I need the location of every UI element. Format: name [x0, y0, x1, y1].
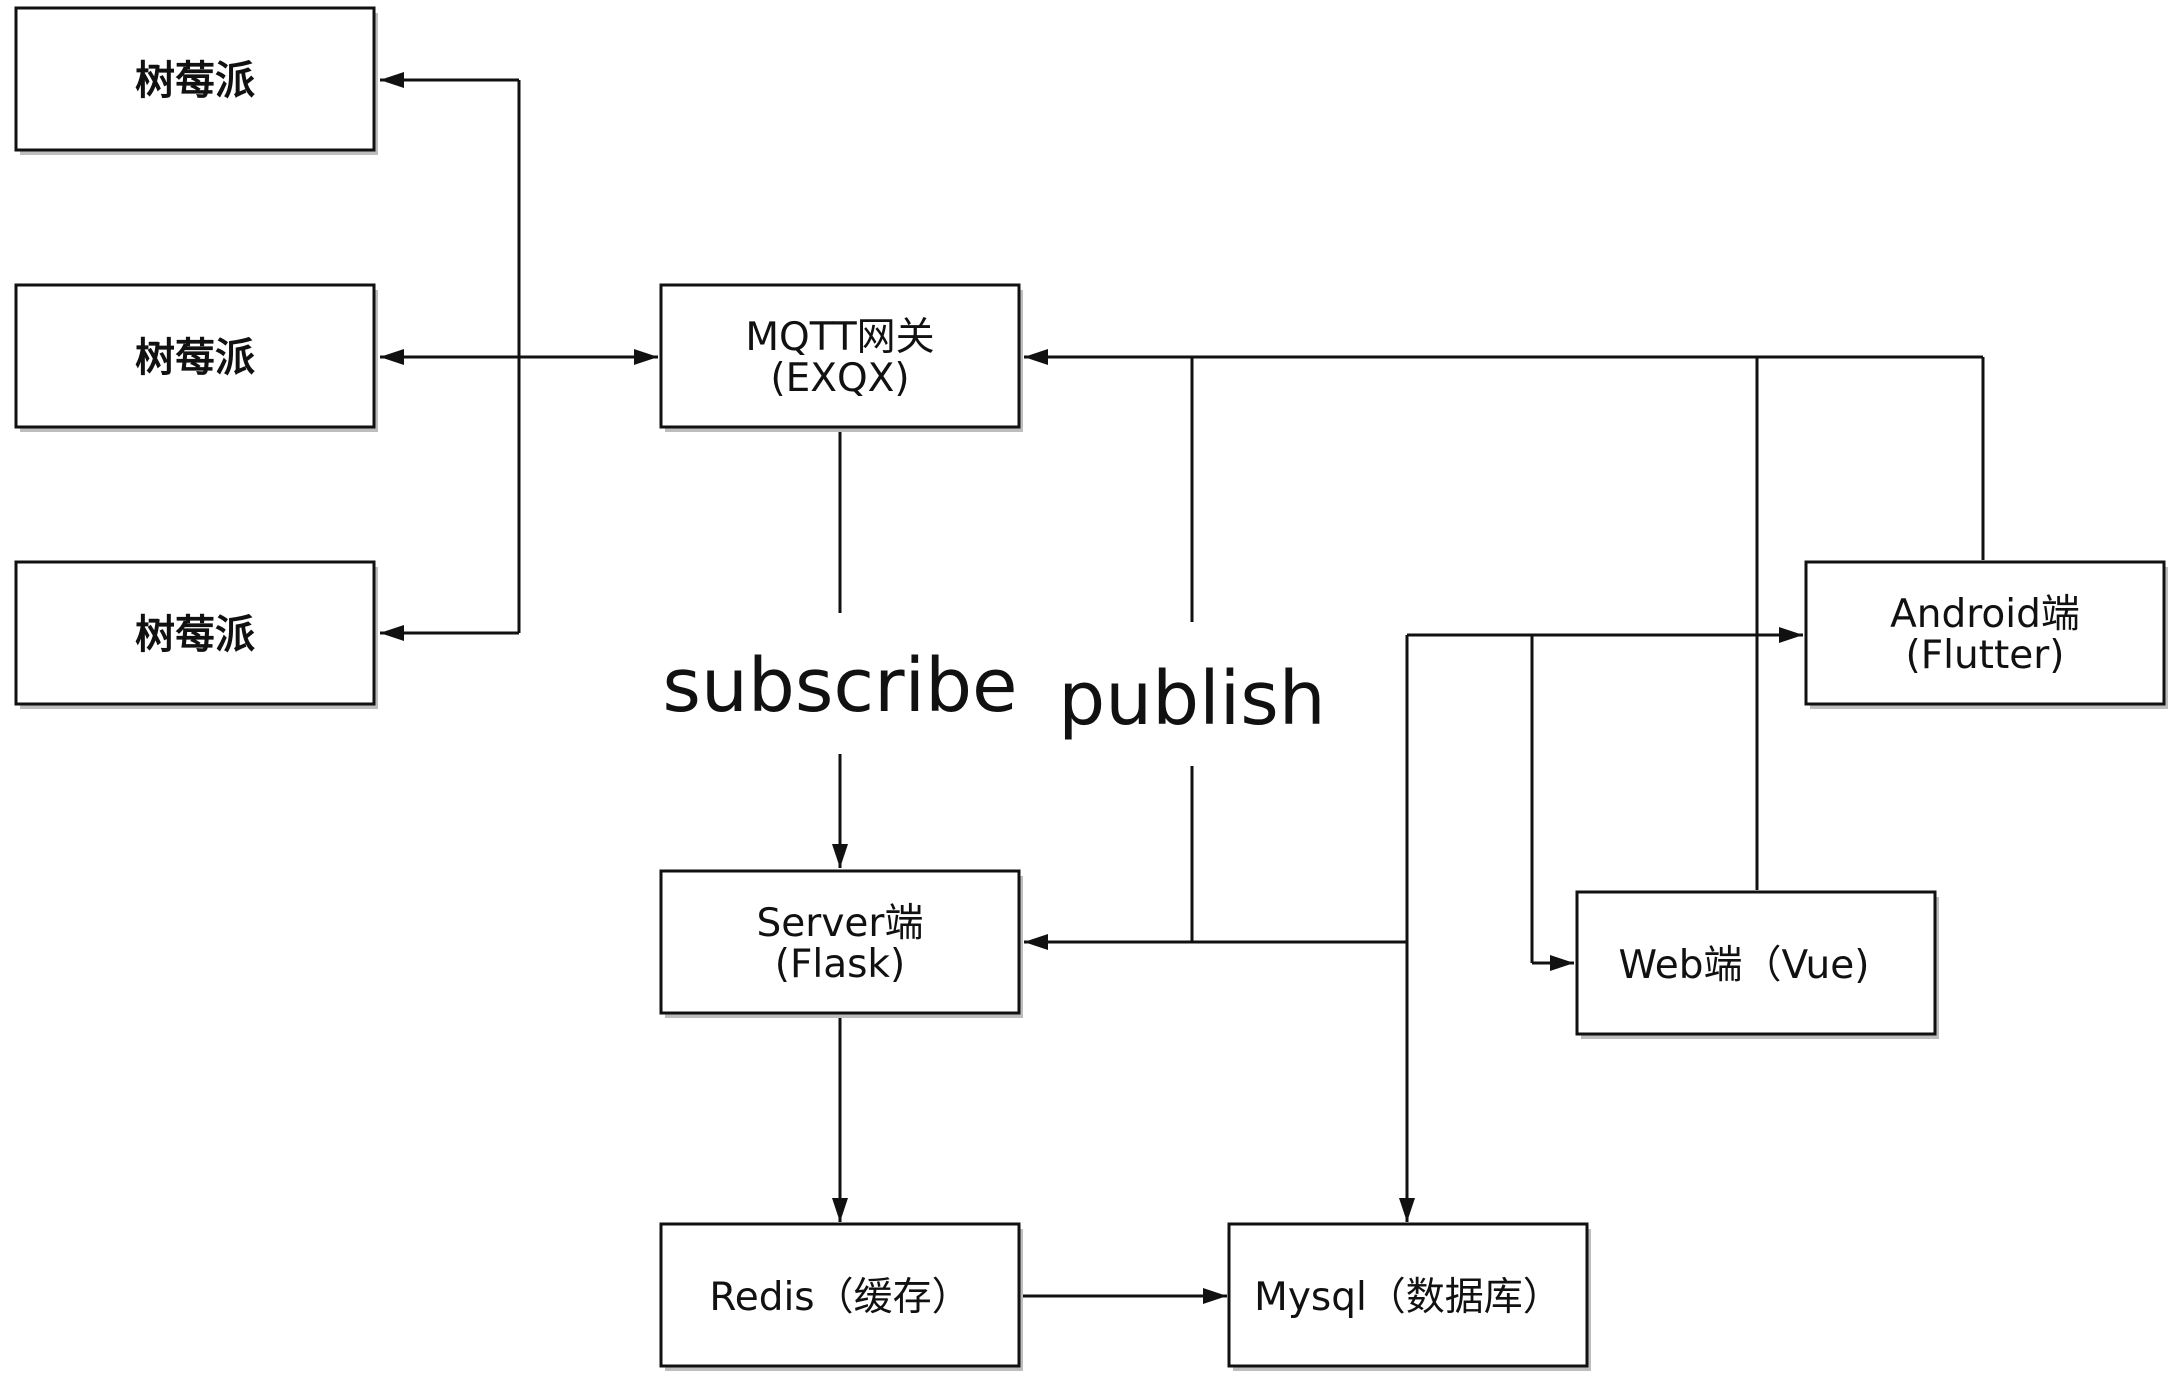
android-label-line2: (Flutter) — [1905, 633, 2064, 678]
server-label-line1: Server端 — [757, 901, 924, 946]
mqtt-label-line1: MQTT网关 — [745, 315, 934, 360]
node-pi-top: 树莓派 — [14, 6, 378, 155]
node-redis: Redis（缓存） — [659, 1222, 1023, 1371]
redis-label: Redis（缓存） — [709, 1275, 970, 1320]
pi-top-label: 树莓派 — [135, 58, 255, 104]
mysql-label: Mysql（数据库） — [1254, 1275, 1562, 1320]
node-server: Server端 (Flask) — [659, 869, 1023, 1018]
node-mysql: Mysql（数据库） — [1227, 1222, 1591, 1371]
connectors — [380, 72, 1985, 1304]
node-pi-middle: 树莓派 — [14, 283, 378, 432]
web-label: Web端（Vue) — [1619, 943, 1870, 988]
node-pi-bottom: 树莓派 — [14, 560, 378, 709]
pi-bottom-label: 树莓派 — [135, 612, 255, 658]
node-web: Web端（Vue) — [1575, 890, 1939, 1039]
subscribe-label: subscribe — [662, 643, 1017, 729]
node-mqtt-gateway: MQTT网关 (EXQX) — [659, 283, 1023, 432]
publish-label: publish — [1058, 656, 1325, 742]
node-android: Android端 (Flutter) — [1804, 560, 2168, 709]
mqtt-label-line2: (EXQX) — [770, 356, 909, 401]
android-label-line1: Android端 — [1890, 592, 2080, 637]
pi-middle-label: 树莓派 — [135, 335, 255, 381]
server-label-line2: (Flask) — [775, 942, 906, 987]
